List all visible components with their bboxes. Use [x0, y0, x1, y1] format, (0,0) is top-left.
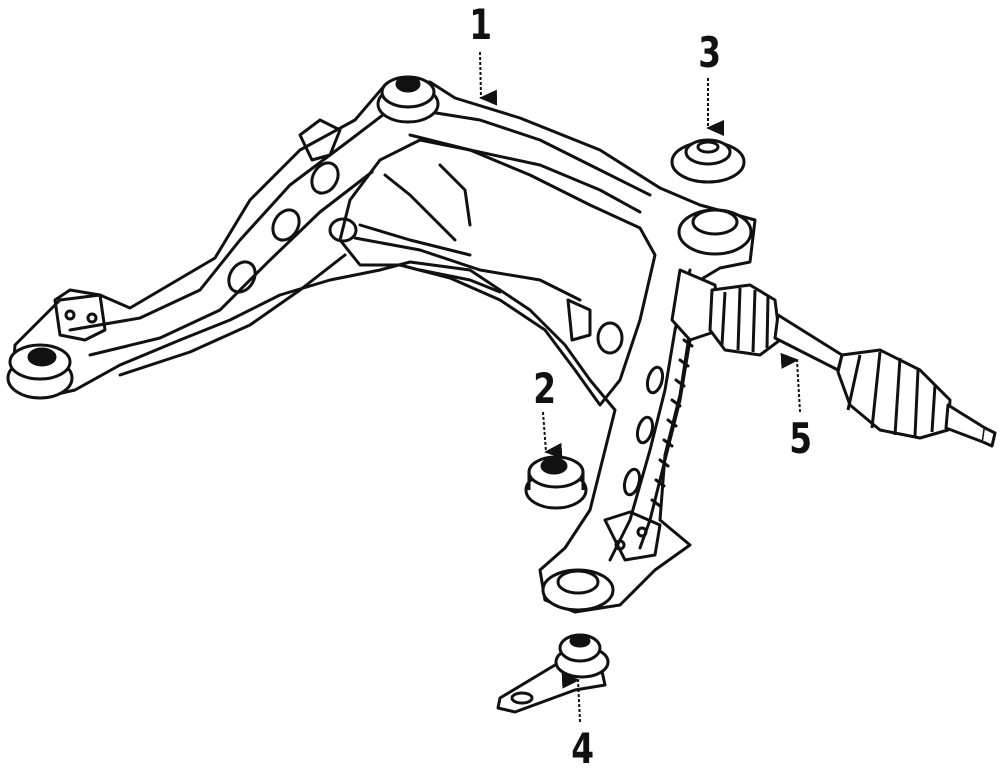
- frame-bushing-front-right: [541, 568, 615, 612]
- callout-2: 2: [533, 364, 557, 413]
- leader-lines: [479, 51, 801, 723]
- subframe: [10, 80, 757, 614]
- callout-1: 1: [469, 0, 493, 49]
- callout-5: 5: [789, 414, 813, 463]
- leader-4: [561, 672, 581, 723]
- callout-3: 3: [698, 28, 722, 77]
- leader-1: [479, 51, 498, 106]
- part-4-link: [496, 633, 610, 714]
- leader-5: [780, 352, 801, 413]
- frame-bushing-rear-left: [376, 75, 440, 124]
- frame-bushing-rear-right: [677, 208, 753, 256]
- part-3-bushing: [670, 138, 746, 184]
- callout-4: 4: [571, 724, 595, 773]
- leader-2: [542, 411, 563, 459]
- part-5-axle-shaft: [670, 268, 997, 448]
- frame-bushing-left-front: [6, 343, 74, 400]
- part-2-bushing: [524, 455, 588, 510]
